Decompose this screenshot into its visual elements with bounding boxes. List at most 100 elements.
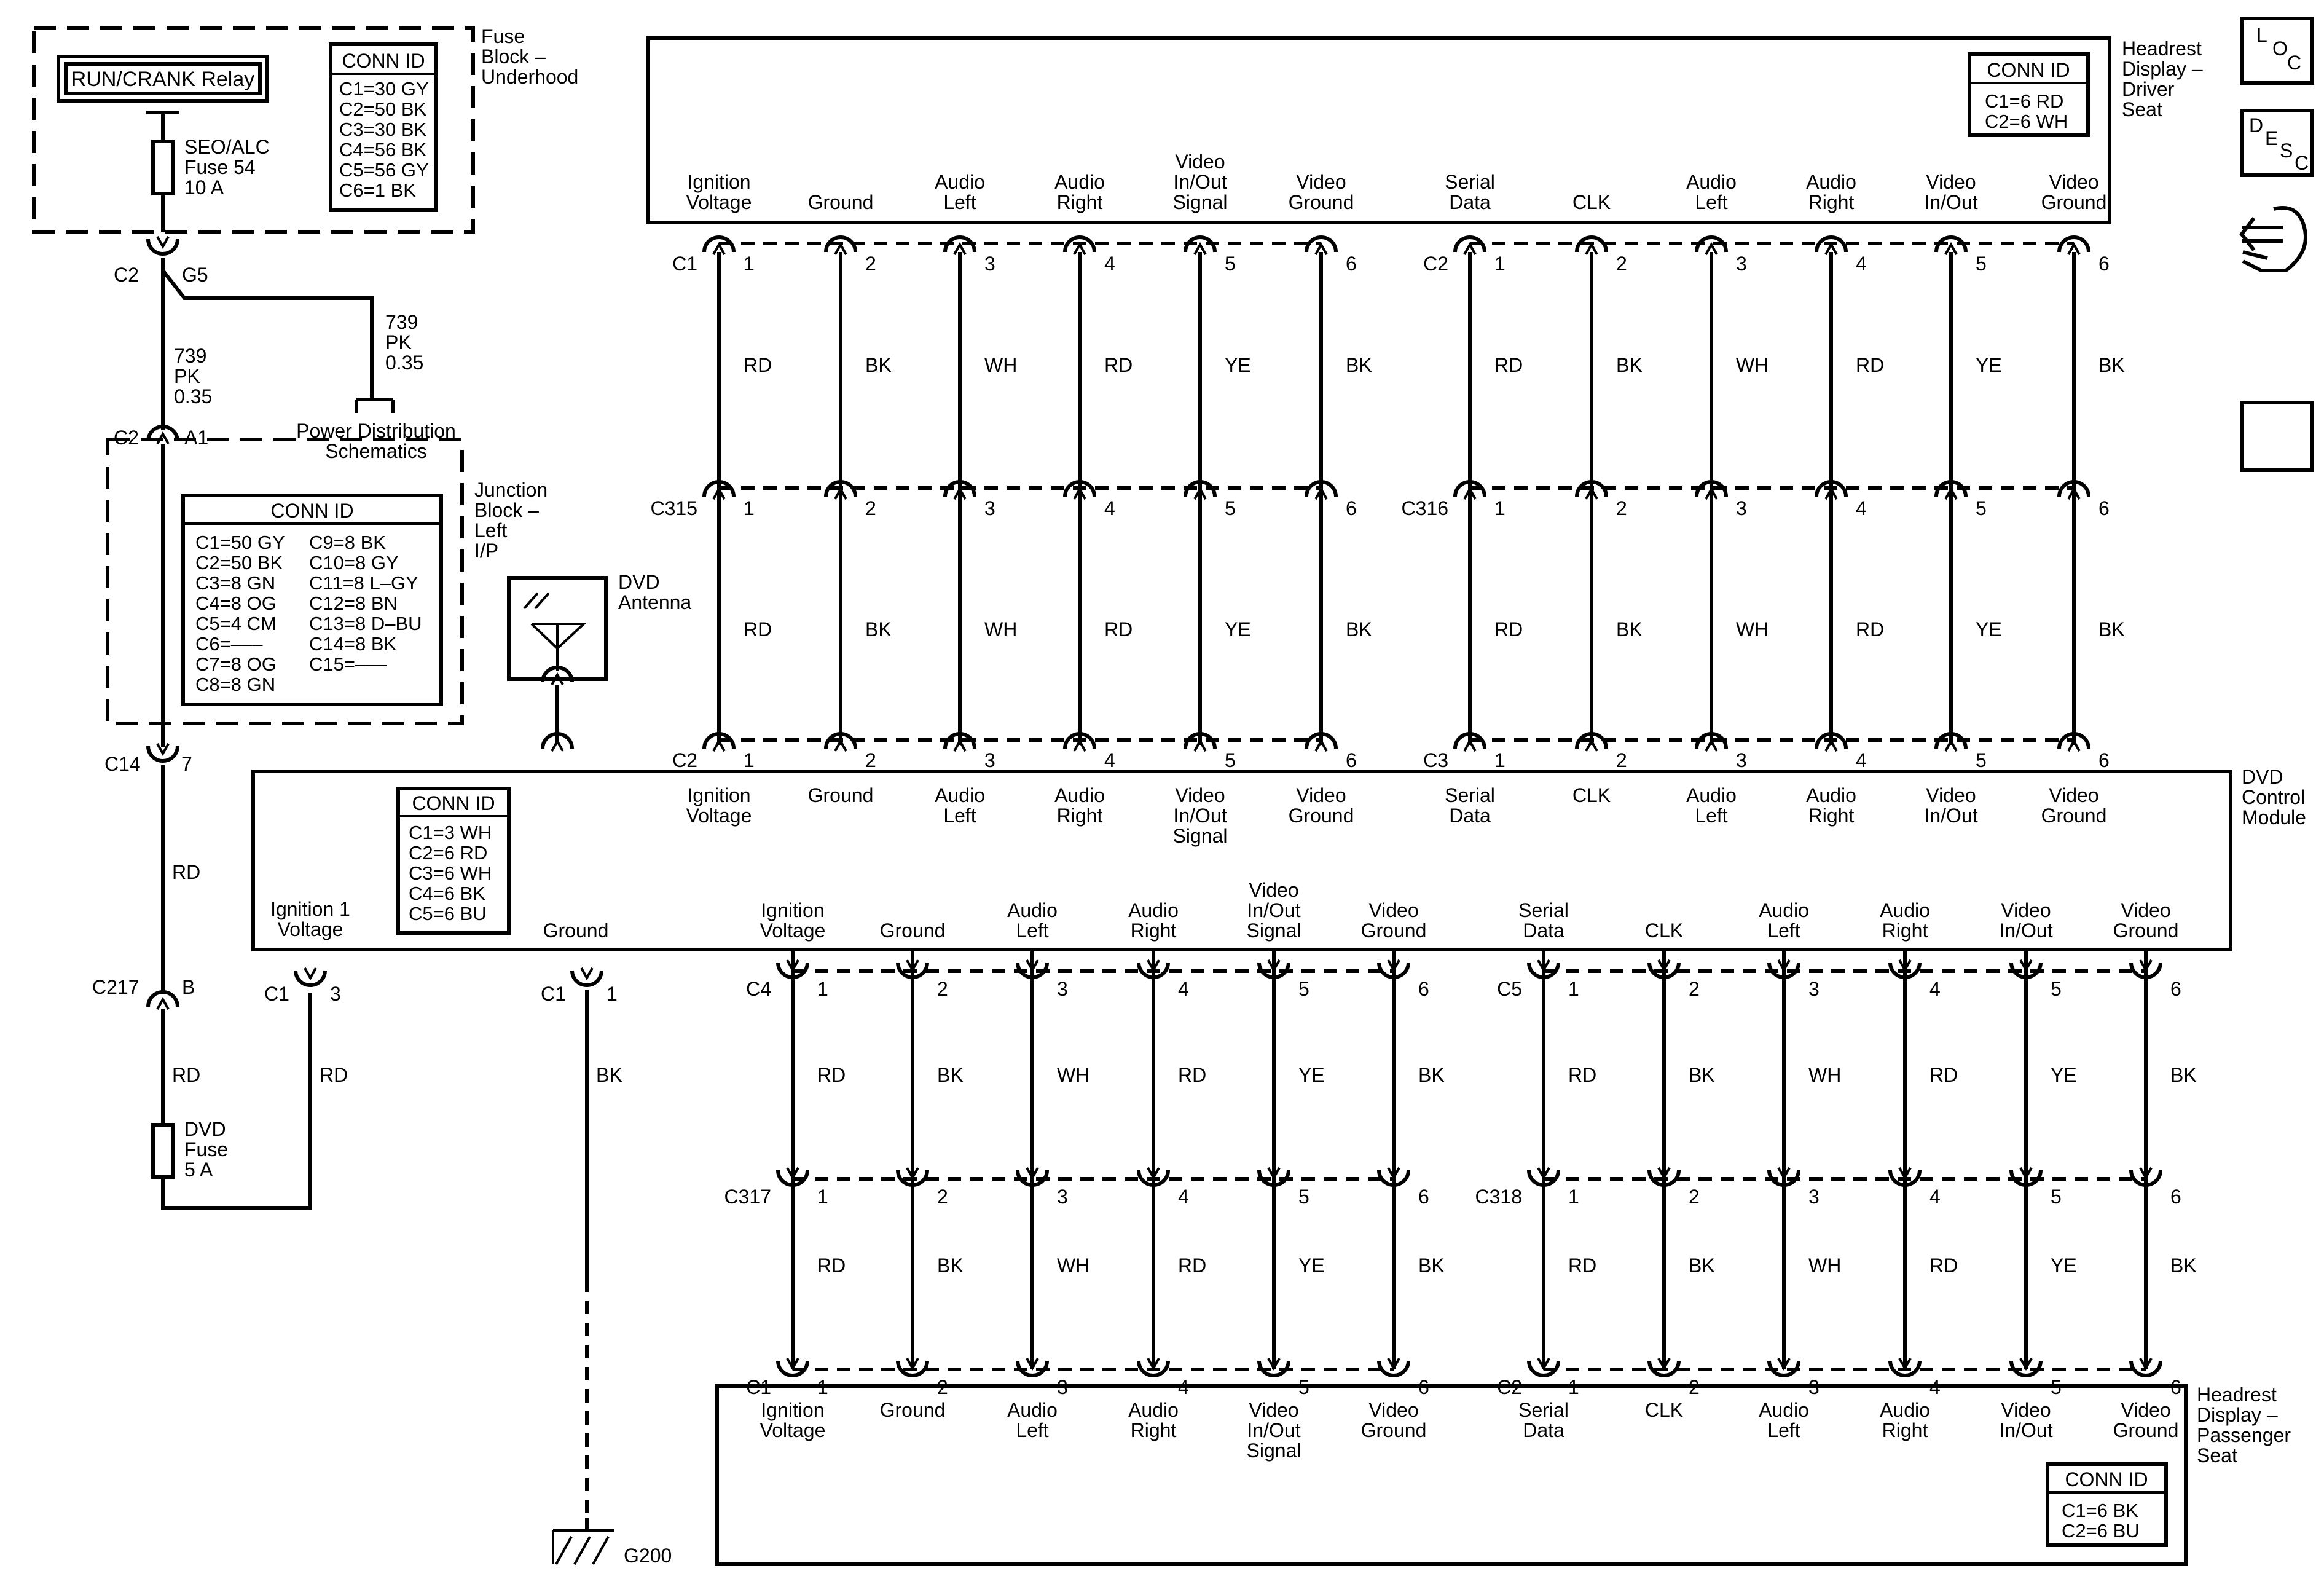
conn-id-line: C5=56 GY xyxy=(339,159,429,181)
pin-function-label: In/Out xyxy=(1999,1419,2052,1441)
connector-symbol xyxy=(702,732,736,749)
wire-rd-ignition xyxy=(161,993,312,1210)
wire-color: RD xyxy=(172,1064,200,1086)
driver-display-title: Seat xyxy=(2122,98,2162,120)
pin-function-label: Ground xyxy=(880,1399,946,1421)
conn-id-driver-display xyxy=(1968,52,2090,137)
passenger-display-title: Seat xyxy=(2197,1444,2237,1467)
junction-block-title: Junction xyxy=(474,479,548,501)
pin-number: 5 xyxy=(1225,497,1236,519)
pin-function-label: Signal xyxy=(1173,825,1228,847)
connector-symbol xyxy=(294,970,327,987)
pin-function-label: Data xyxy=(1523,1419,1564,1441)
dvd-fuse-label: Fuse xyxy=(184,1138,228,1160)
wrench-connector-icon[interactable] xyxy=(2239,206,2307,272)
connector-pin xyxy=(1267,959,1281,973)
dvd-fuse-label: DVD xyxy=(184,1118,226,1140)
connector-symbol xyxy=(1184,235,1217,253)
pin-function-label: Right xyxy=(1131,1419,1177,1441)
pin-function-label: Ignition xyxy=(761,899,824,921)
junction-block-title: Left xyxy=(474,519,507,541)
wire-color: RD xyxy=(1494,354,1523,376)
junction-block-title: Block – xyxy=(474,499,539,521)
conn-id-title: CONN ID xyxy=(270,500,353,522)
connector-symbol xyxy=(1767,1170,1800,1187)
pin-number: 2 xyxy=(865,749,876,771)
pin-number: 1 xyxy=(817,978,828,1000)
wire-color: YE xyxy=(1976,354,2002,376)
pin-number: 4 xyxy=(1856,497,1867,519)
pin-function-label: Video xyxy=(1368,1399,1418,1421)
pin-number: 2 xyxy=(1616,749,1627,771)
pin-function-label: Left xyxy=(943,191,976,213)
pin-function-label: In/Out xyxy=(1247,899,1300,921)
power-distribution-ref: Schematics xyxy=(325,440,426,462)
wire-color: BK xyxy=(865,618,892,640)
conn-id-line: C10=8 GY xyxy=(309,552,399,573)
wire-label: 0.35 xyxy=(385,352,423,374)
wire-color: RD xyxy=(172,861,200,883)
connector-id: C315 xyxy=(651,497,698,519)
wire-color: YE xyxy=(1976,618,2002,640)
wire-color: BK xyxy=(1346,354,1372,376)
pin-number: 1 xyxy=(744,497,755,519)
connector-pin xyxy=(1026,959,1039,973)
dvd-fuse-symbol xyxy=(151,1123,175,1179)
connector-pin xyxy=(1777,1358,1791,1371)
pin-function-label: Left xyxy=(1016,919,1048,942)
wire-label: 0.35 xyxy=(174,385,212,408)
wire-color: BK xyxy=(1689,1254,1715,1277)
junction-block-title: I/P xyxy=(474,540,498,562)
pin-function-label: Audio xyxy=(1880,1399,1930,1421)
dvd-module-title: Control xyxy=(2242,786,2305,808)
connector-pin xyxy=(156,236,170,250)
connector-id: C2 xyxy=(1497,1376,1522,1398)
pin-number: 5 xyxy=(1298,1186,1309,1208)
dvd-module-title: Module xyxy=(2242,806,2306,829)
pin-number: 1 xyxy=(1568,978,1579,1000)
pin-function-label: Left xyxy=(1016,1419,1048,1441)
antenna-signal-icon xyxy=(523,592,550,610)
pin-number: 2 xyxy=(1689,1186,1700,1208)
loc-button xyxy=(2240,17,2314,85)
pin-number: 3 xyxy=(1057,978,1068,1000)
connector-symbol xyxy=(1453,732,1486,749)
pin-number: 6 xyxy=(1346,749,1357,771)
pin-number: 1 xyxy=(1568,1376,1579,1398)
pin-number: 2 xyxy=(865,497,876,519)
pin-function-label: CLK xyxy=(1645,1399,1683,1421)
desc-letter: E xyxy=(2265,127,2278,149)
pin-number: 3 xyxy=(1057,1376,1068,1398)
wire-color: RD xyxy=(1178,1064,1206,1086)
connector-pin xyxy=(304,967,317,981)
connector-symbol xyxy=(1695,732,1728,749)
connector-pin xyxy=(1193,486,1207,500)
conn-id-line: C3=6 WH xyxy=(409,862,492,884)
conn-id-line: C4=8 OG xyxy=(195,593,277,614)
pin-number: 6 xyxy=(1418,1376,1429,1398)
pin-function-label: Ground xyxy=(2113,1419,2179,1441)
pin-function-label: Video xyxy=(1368,899,1418,921)
connector-pin xyxy=(953,486,967,500)
pin-function-label: CLK xyxy=(1572,191,1611,213)
connector-symbol xyxy=(1063,235,1096,253)
conn-id-title: CONN ID xyxy=(1987,59,2070,81)
wire-color: RD xyxy=(1104,354,1133,376)
pin-id: 7 xyxy=(181,753,192,775)
connector-id: C14 xyxy=(104,753,141,775)
junction-block-outline xyxy=(106,438,464,725)
connector-symbol xyxy=(1815,235,1848,253)
connector-symbol xyxy=(146,990,179,1007)
conn-id-line: C5=4 CM xyxy=(195,613,277,634)
conn-id-line: C2=6 RD xyxy=(409,842,487,864)
pin-function-label: Ground xyxy=(808,191,874,213)
pin-function-label: Voltage xyxy=(760,1419,826,1441)
wire-color: BK xyxy=(2098,354,2125,376)
connector-id: C217 xyxy=(92,976,139,998)
conn-id-line: C2=6 BU xyxy=(2062,1520,2140,1542)
connector-symbol xyxy=(146,238,179,256)
connector-symbol xyxy=(1016,962,1049,979)
wire-color: BK xyxy=(2170,1254,2197,1277)
wire-color: RD xyxy=(1568,1064,1596,1086)
